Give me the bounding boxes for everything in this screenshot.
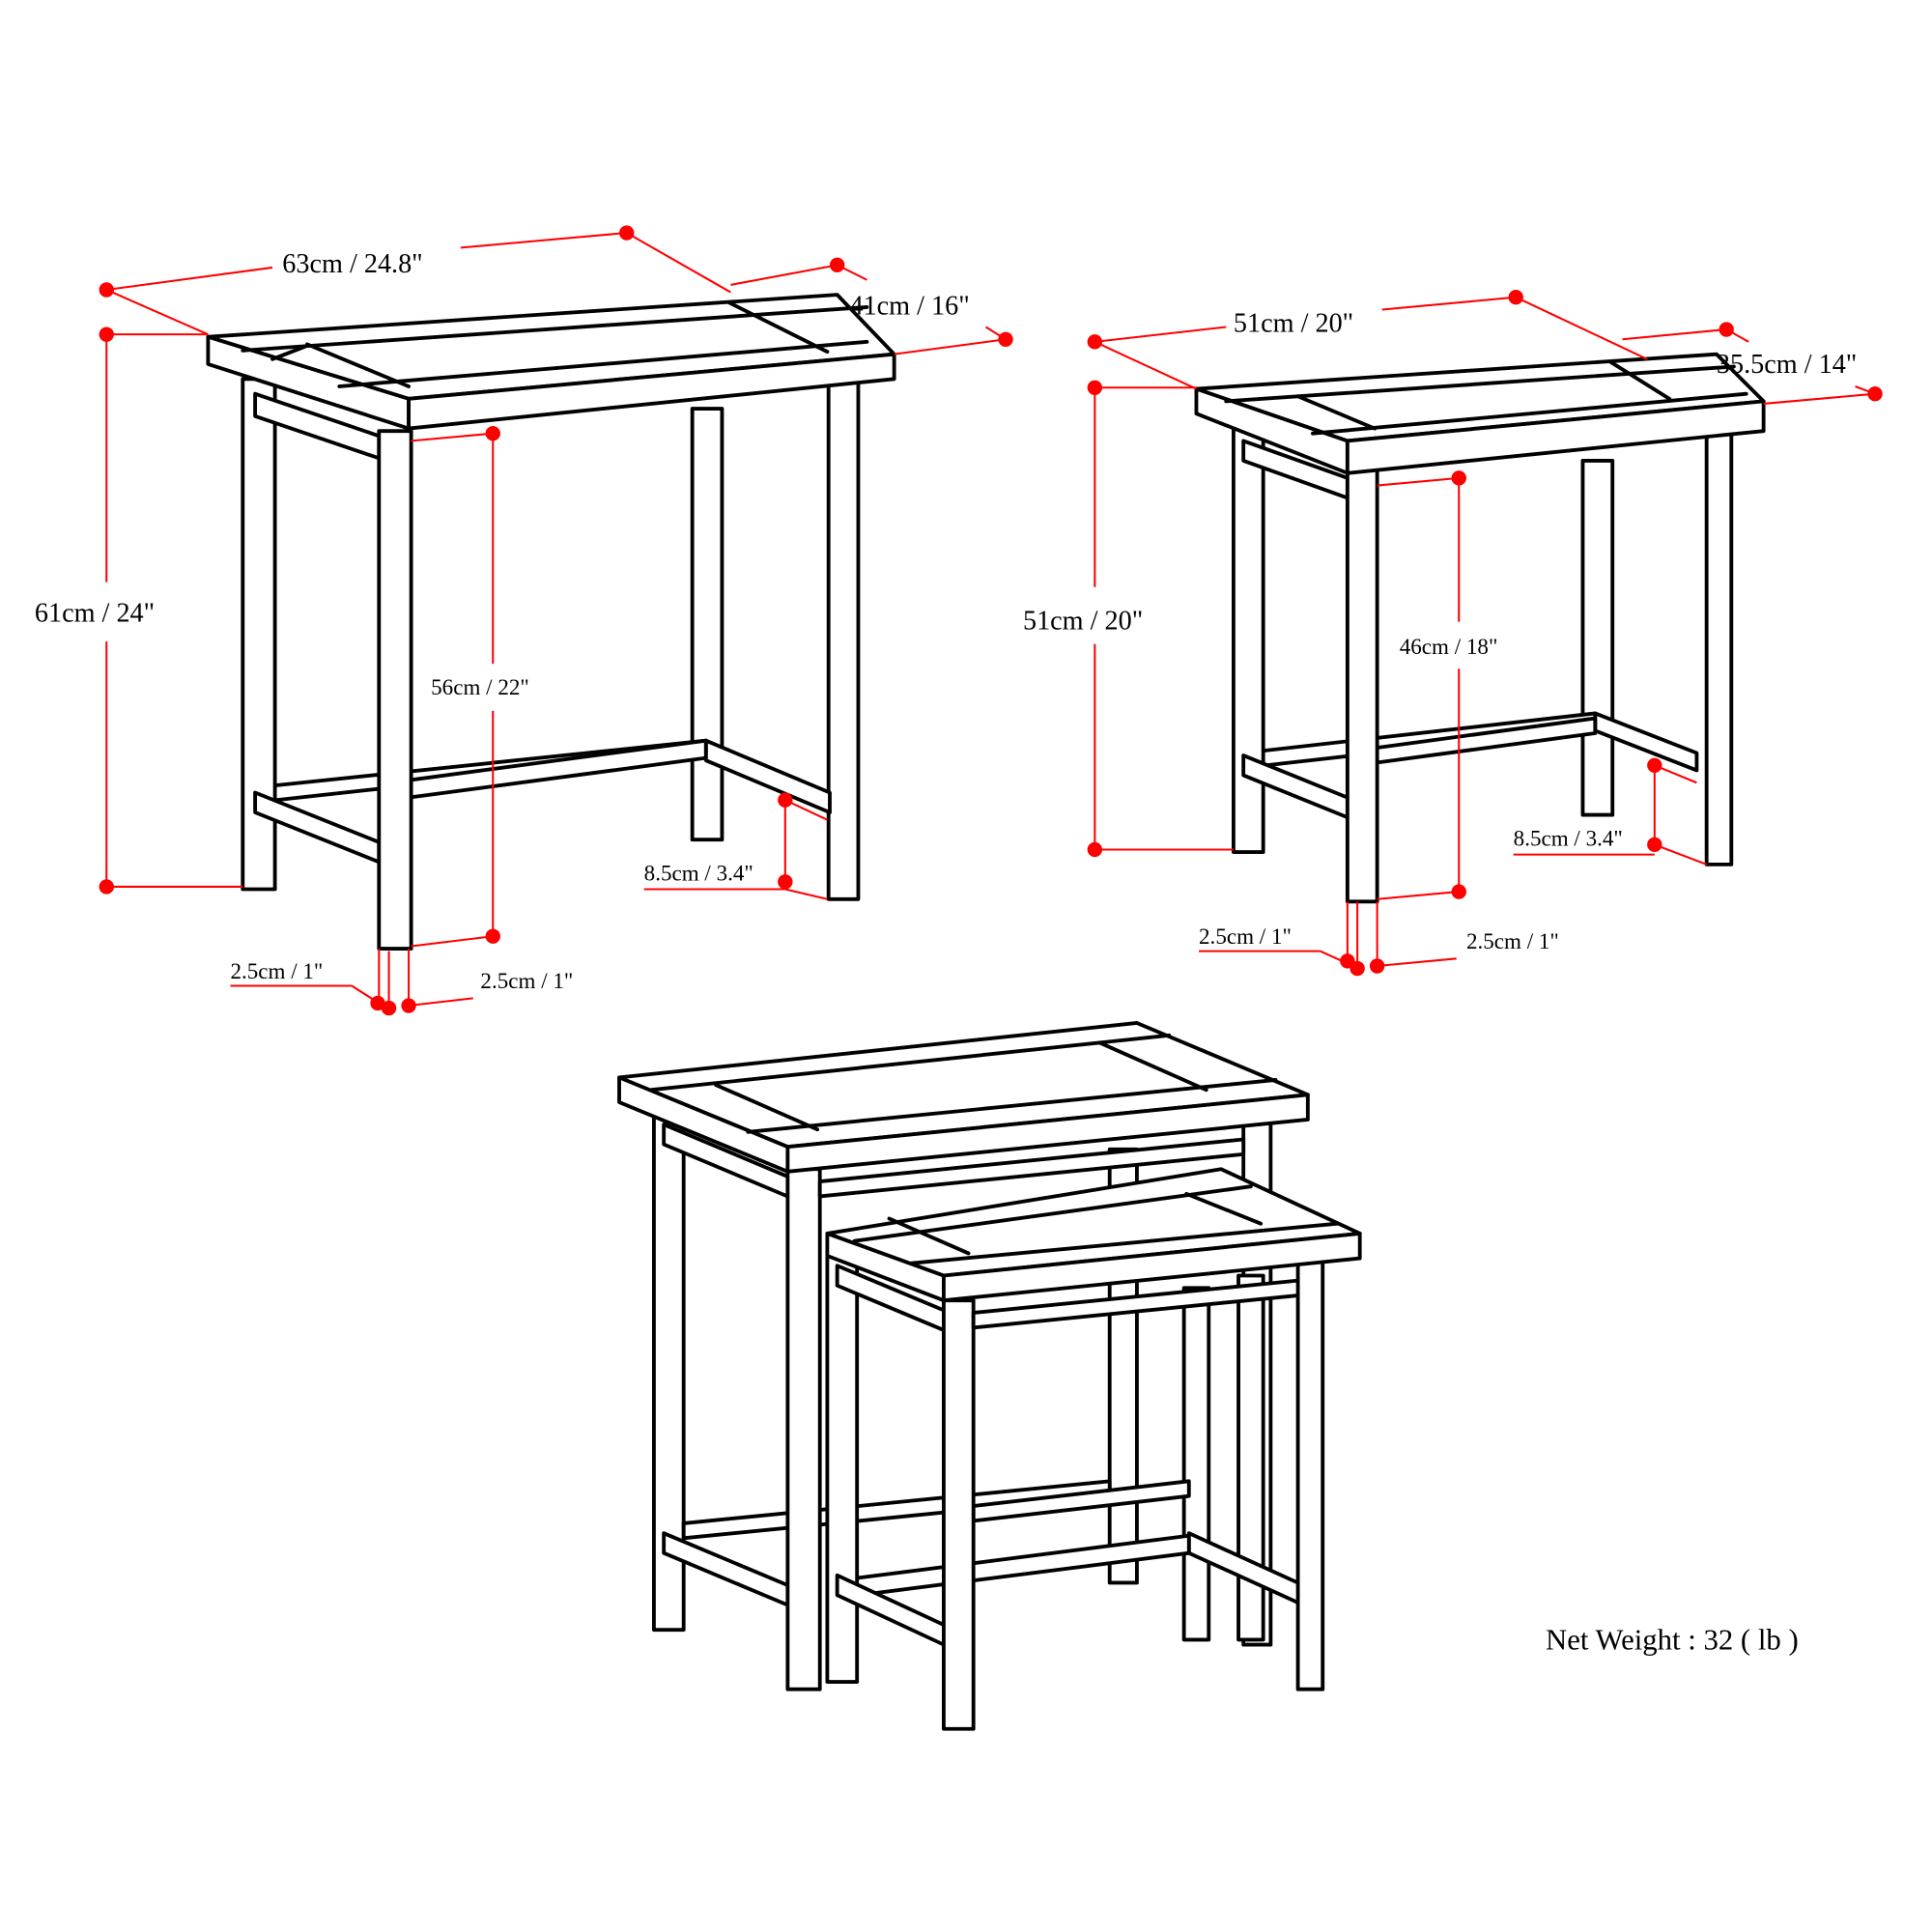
small-width-label: 51cm / 20"	[1234, 309, 1353, 339]
nested-tables-drawing	[617, 1021, 1362, 1731]
large-table-dimensions: 63cm / 24.8" 41cm / 16" 61cm / 24" 56cm …	[35, 225, 1013, 1016]
large-clearance-label: 56cm / 22"	[431, 674, 529, 699]
large-leg-depth-label: 2.5cm / 1"	[230, 958, 323, 983]
large-width-label: 63cm / 24.8"	[282, 249, 422, 279]
small-clearance-label: 46cm / 18"	[1400, 634, 1498, 659]
large-depth-label: 41cm / 16"	[849, 292, 969, 322]
large-leg-width-label: 2.5cm / 1"	[480, 968, 573, 993]
large-table-drawing	[206, 293, 896, 951]
large-height-label: 61cm / 24"	[35, 599, 155, 629]
small-foot-offset-label: 8.5cm / 3.4"	[1514, 826, 1623, 851]
small-leg-width-label: 2.5cm / 1"	[1466, 928, 1559, 953]
small-table-dimensions: 51cm / 20" 35.5cm / 14" 51cm / 20" 46cm …	[1023, 290, 1883, 977]
small-table-drawing	[1194, 352, 1766, 904]
small-height-label: 51cm / 20"	[1023, 606, 1143, 636]
net-weight-label: Net Weight : 32 ( lb )	[1546, 1624, 1799, 1657]
large-foot-offset-label: 8.5cm / 3.4"	[644, 861, 753, 886]
small-depth-label: 35.5cm / 14"	[1717, 350, 1857, 380]
small-leg-depth-label: 2.5cm / 1"	[1199, 923, 1292, 949]
